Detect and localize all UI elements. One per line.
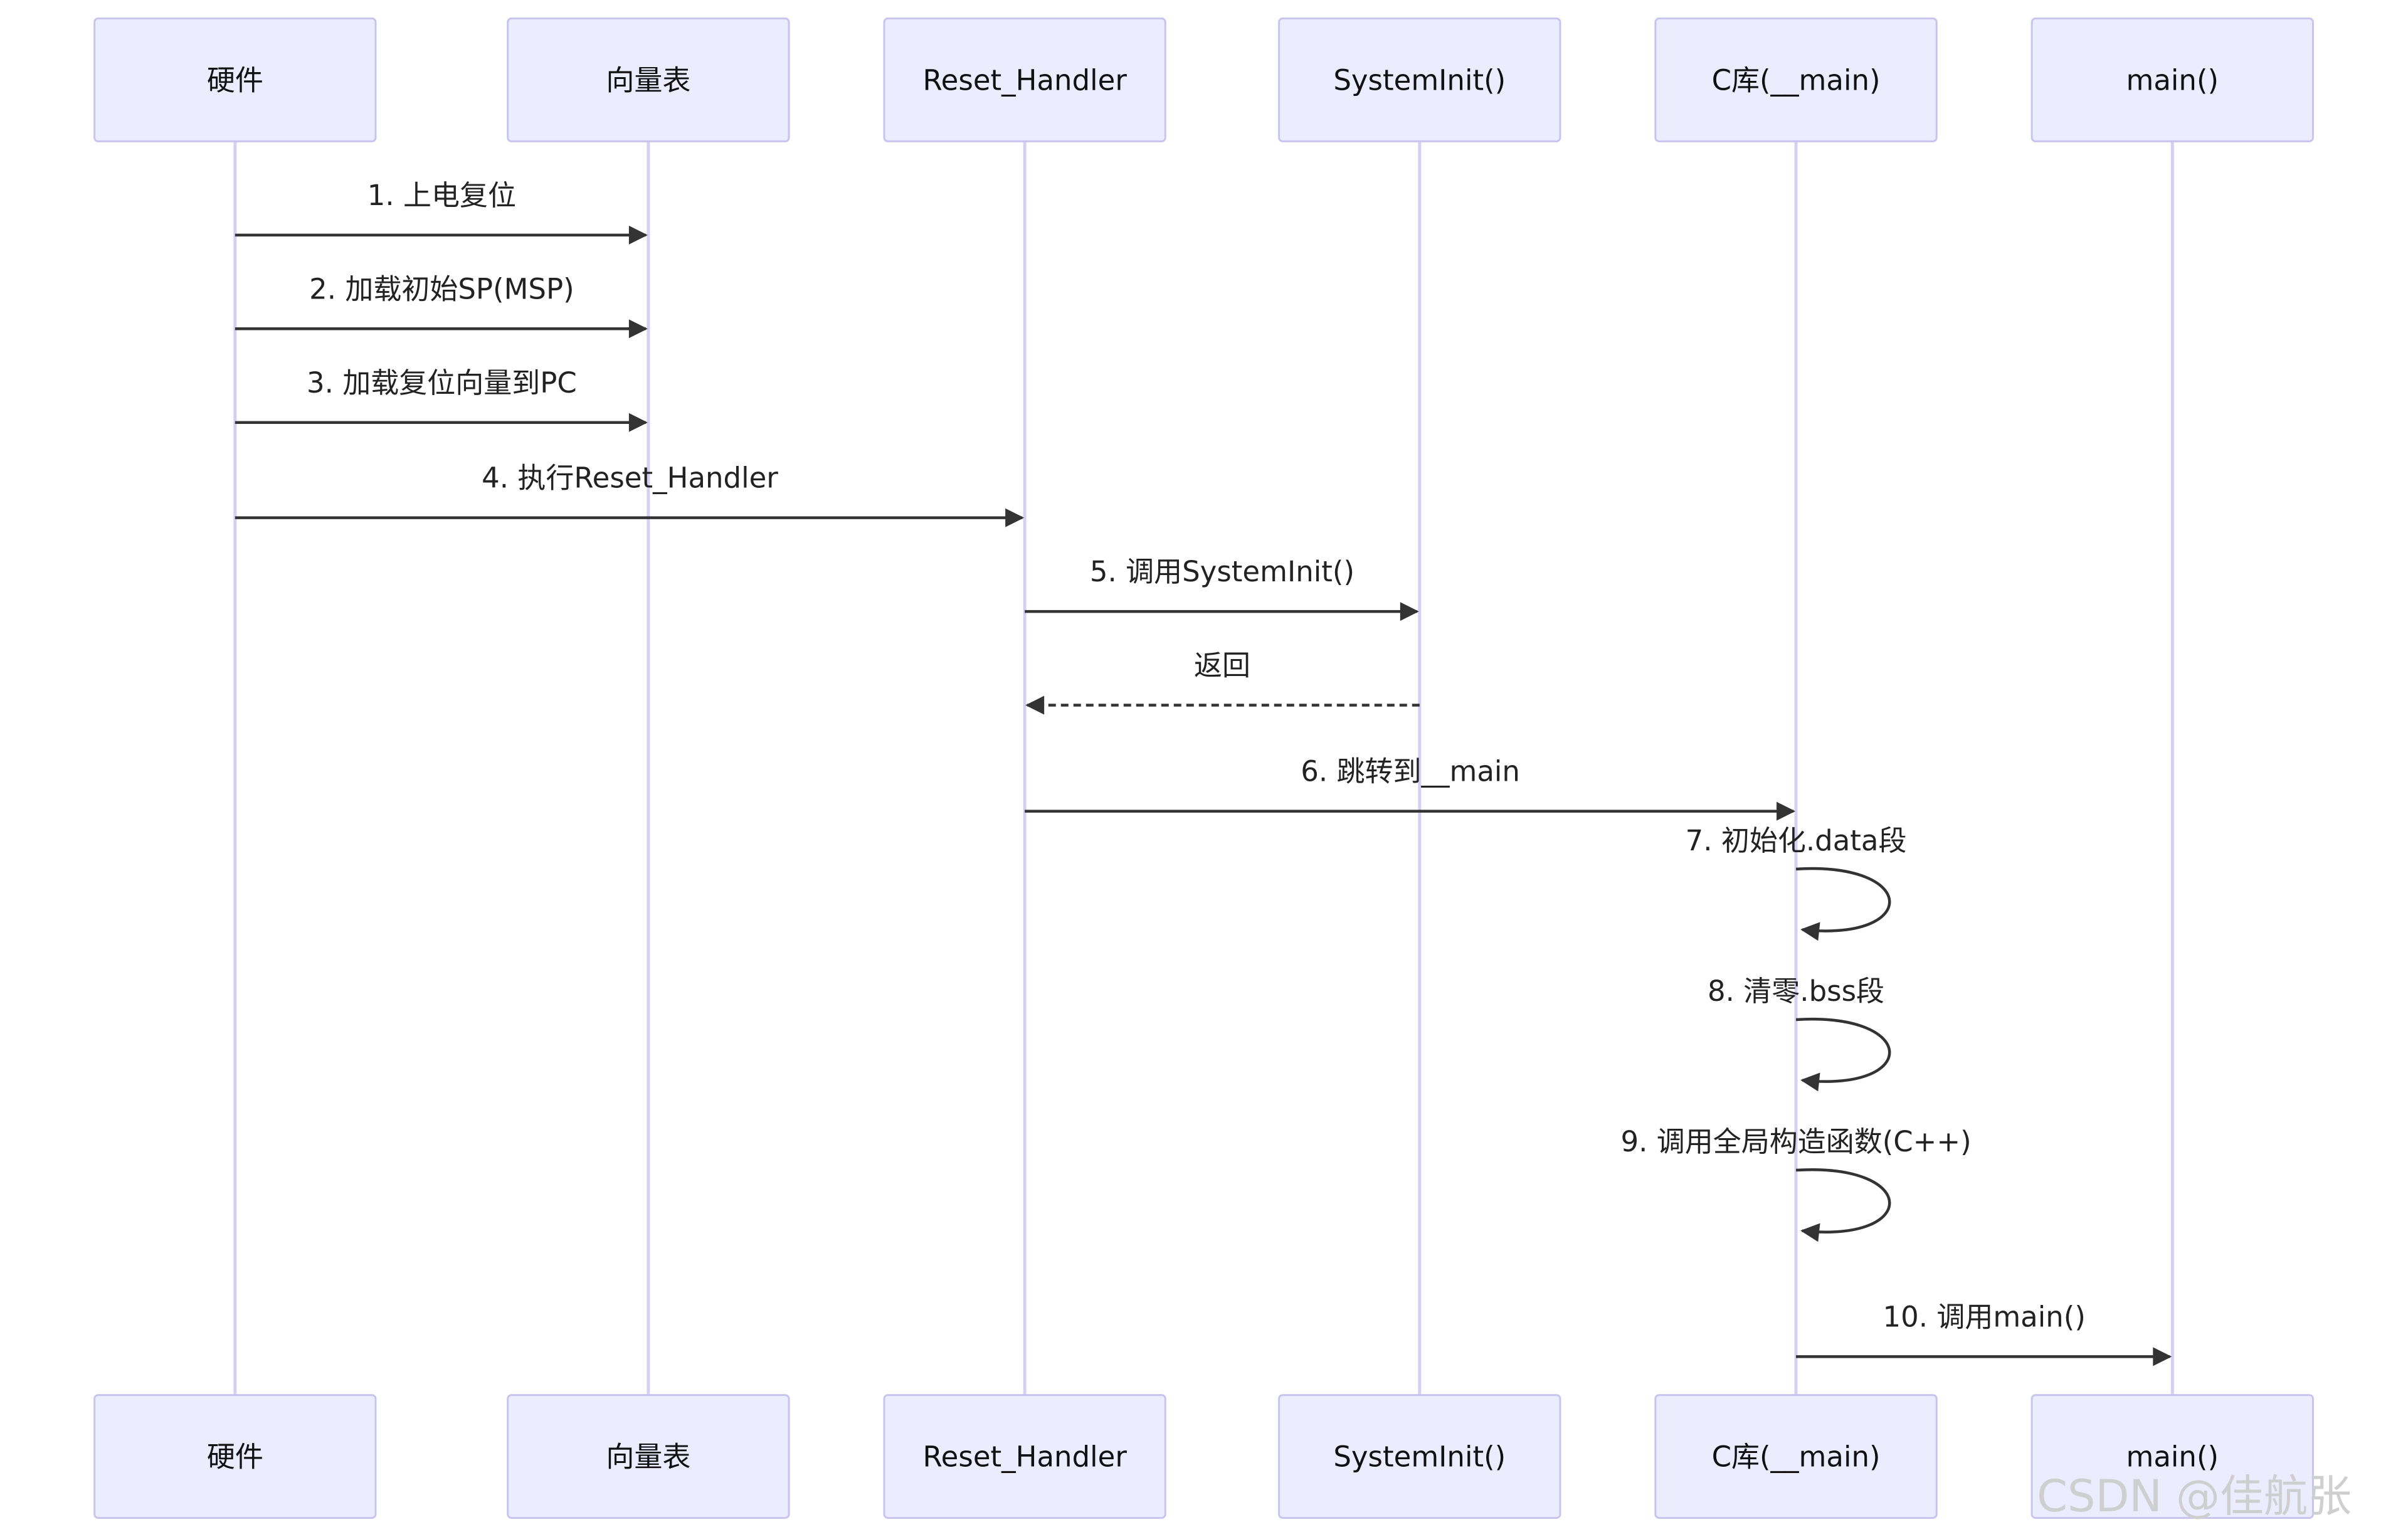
message-label: 6. 跳转到__main — [1301, 755, 1520, 788]
participant-rh-bottom: Reset_Handler — [883, 1394, 1166, 1519]
participant-cl-bottom: C库(__main) — [1654, 1394, 1938, 1519]
participant-label: SystemInit() — [1333, 1440, 1506, 1474]
participant-hw-top: 硬件 — [93, 17, 377, 142]
message-5: 5. 调用SystemInit() — [1025, 555, 1419, 621]
participant-label: Reset_Handler — [922, 1440, 1127, 1474]
participant-label: C库(__main) — [1712, 63, 1881, 97]
self-message-arrow — [1795, 1168, 1891, 1242]
message-10: 9. 调用全局构造函数(C++) — [1620, 1125, 1972, 1242]
message-6: 返回 — [1025, 649, 1420, 715]
message-label: 2. 加载初始SP(MSP) — [309, 272, 574, 305]
message-2: 2. 加载初始SP(MSP) — [235, 272, 648, 339]
message-label: 3. 加载复位向量到PC — [307, 366, 577, 399]
participant-box — [1654, 17, 1938, 142]
participant-si-top: SystemInit() — [1278, 17, 1561, 142]
participant-rh-top: Reset_Handler — [883, 17, 1166, 142]
lifelines — [233, 141, 2174, 1395]
participant-label: main() — [2126, 63, 2219, 97]
self-message-arrow — [1795, 1017, 1891, 1092]
message-label: 1. 上电复位 — [367, 179, 516, 212]
message-11: 10. 调用main() — [1796, 1300, 2172, 1366]
self-message-arrow — [1795, 867, 1891, 941]
participant-box — [1278, 1394, 1561, 1519]
participant-box — [2030, 17, 2314, 142]
message-8: 7. 初始化.data段 — [1686, 824, 1907, 941]
participant-box — [1278, 17, 1561, 142]
participant-box — [1654, 1394, 1938, 1519]
message-label: 9. 调用全局构造函数(C++) — [1620, 1125, 1971, 1158]
participant-label: 向量表 — [606, 1440, 690, 1474]
participant-vt-top: 向量表 — [507, 17, 790, 142]
participant-label: 硬件 — [207, 63, 263, 97]
participant-label: C库(__main) — [1712, 1440, 1881, 1474]
participant-si-bottom: SystemInit() — [1278, 1394, 1561, 1519]
message-label: 8. 清零.bss段 — [1708, 974, 1884, 1008]
participant-label: 硬件 — [207, 1440, 263, 1474]
message-label: 7. 初始化.data段 — [1686, 824, 1907, 857]
participant-box — [883, 17, 1166, 142]
message-label: 10. 调用main() — [1883, 1300, 2085, 1333]
message-4: 4. 执行Reset_Handler — [235, 462, 1025, 527]
participant-label: Reset_Handler — [922, 63, 1127, 97]
participant-label: main() — [2126, 1440, 2219, 1474]
message-label: 5. 调用SystemInit() — [1090, 555, 1354, 588]
participant-mn-top: main() — [2030, 17, 2314, 142]
participant-mn-bottom: main() — [2030, 1394, 2314, 1519]
participants-bottom: 硬件 向量表 Reset_Handler SystemInit() C库(__main)… — [93, 1394, 2314, 1519]
messages: 1. 上电复位 2. 加载初始SP(MSP) 3. 加载复位向量到PC 4. 执行Re… — [235, 179, 2172, 1366]
participant-hw-bottom: 硬件 — [93, 1394, 377, 1519]
participants-top: 硬件 向量表 Reset_Handler SystemInit() C库(__main)… — [93, 17, 2314, 142]
participant-label: 向量表 — [606, 63, 690, 97]
participant-cl-top: C库(__main) — [1654, 17, 1938, 142]
participant-box — [93, 17, 377, 142]
message-9: 8. 清零.bss段 — [1708, 974, 1891, 1092]
message-label: 4. 执行Reset_Handler — [482, 462, 778, 495]
participant-label: SystemInit() — [1333, 63, 1506, 97]
participant-box — [507, 1394, 790, 1519]
message-3: 3. 加载复位向量到PC — [235, 366, 648, 432]
participant-box — [883, 1394, 1166, 1519]
participant-box — [2030, 1394, 2314, 1519]
participant-box — [93, 1394, 377, 1519]
message-1: 1. 上电复位 — [235, 179, 648, 245]
message-label: 返回 — [1194, 649, 1250, 682]
watermark-text: CSDN @佳航张 — [2037, 1471, 2352, 1522]
participant-vt-bottom: 向量表 — [507, 1394, 790, 1519]
participant-box — [507, 17, 790, 142]
message-7: 6. 跳转到__main — [1025, 755, 1796, 821]
